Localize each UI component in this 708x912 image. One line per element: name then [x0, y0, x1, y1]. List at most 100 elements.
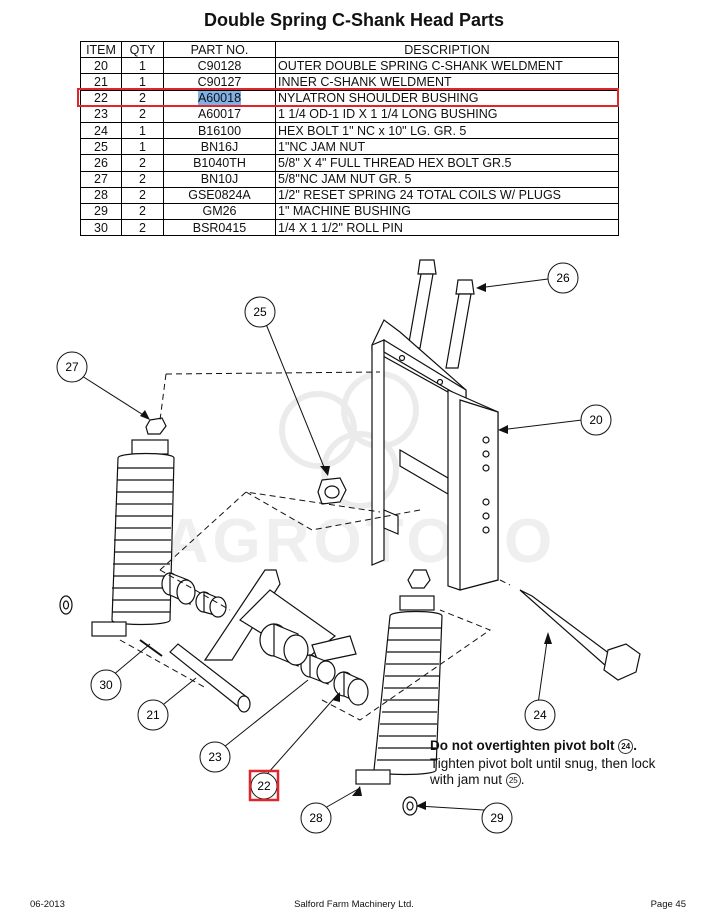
callout-30[interactable]: 30: [90, 669, 122, 701]
part-no-cell[interactable]: B1040TH: [163, 154, 276, 172]
callout-leader-lines: [81, 278, 583, 811]
item-cell: 23: [80, 105, 122, 123]
leader-arrowheads: [140, 283, 552, 810]
qty-cell: 2: [121, 89, 164, 107]
part-no-cell[interactable]: C90128: [163, 57, 276, 75]
callout-28[interactable]: 28: [300, 802, 332, 834]
description-cell: OUTER DOUBLE SPRING C-SHANK WELDMENT: [275, 57, 619, 75]
callout-24[interactable]: 24: [524, 699, 556, 731]
item-cell: 24: [80, 121, 122, 140]
svg-text:27: 27: [65, 360, 79, 374]
shoulder-bushing-22-left: [161, 572, 196, 605]
qty-cell: 1: [121, 121, 164, 140]
qty-cell: 1: [121, 57, 164, 75]
svg-text:26: 26: [556, 271, 570, 285]
machine-bushing-29-right: [402, 796, 418, 816]
svg-text:23: 23: [208, 750, 222, 764]
jam-nut-25: [317, 477, 347, 505]
item-cell: 28: [80, 186, 122, 204]
shoulder-bushing-22-right: [333, 671, 369, 706]
qty-cell: 2: [121, 105, 164, 123]
callout-27[interactable]: 27: [56, 351, 88, 383]
description-cell: NYLATRON SHOULDER BUSHING: [275, 89, 619, 107]
item-cell: 25: [80, 138, 122, 156]
callout-26[interactable]: 26: [547, 262, 579, 294]
selected-part-text[interactable]: A60018: [197, 91, 242, 106]
description-cell: 1/2" RESET SPRING 24 TOTAL COILS W/ PLUG…: [275, 186, 619, 204]
warning-text: Do not overtighten pivot bolt: [430, 738, 615, 753]
part-no-cell[interactable]: A60017: [163, 105, 276, 123]
item-cell: 21: [80, 73, 122, 91]
qty-cell: 2: [121, 170, 164, 188]
svg-text:25: 25: [253, 305, 267, 319]
callout-21[interactable]: 21: [137, 699, 169, 731]
callout-22-highlight-box: [248, 769, 280, 802]
watermark-logo: [279, 371, 419, 509]
description-cell: 1/4 X 1 1/2" ROLL PIN: [275, 219, 619, 237]
callout-20[interactable]: 20: [580, 404, 612, 436]
exploded-parts-diagram: AGROTOPO: [56, 259, 641, 834]
qty-cell: 2: [121, 154, 164, 172]
part-no-cell[interactable]: BN16J: [163, 138, 276, 156]
footer-page-number: Page 45: [650, 899, 686, 910]
description-cell: 5/8" X 4" FULL THREAD HEX BOLT GR.5: [275, 154, 619, 172]
svg-text:24: 24: [533, 708, 547, 722]
svg-text:30: 30: [99, 678, 113, 692]
part-no-cell[interactable]: GSE0824A: [163, 186, 276, 204]
part-no-cell[interactable]: BN10J: [163, 170, 276, 188]
ref-callout-24: 24: [618, 738, 634, 754]
part-no-cell[interactable]: BSR0415: [163, 219, 276, 237]
description-cell: HEX BOLT 1" NC x 10" LG. GR. 5: [275, 121, 619, 140]
description-cell: INNER C-SHANK WELDMENT: [275, 73, 619, 91]
header-part-no: PART NO.: [163, 40, 276, 59]
bushing-23-left: [195, 591, 227, 618]
item-cell: 30: [80, 219, 122, 237]
page-title: Double Spring C-Shank Head Parts: [203, 10, 505, 30]
svg-text:22: 22: [257, 779, 271, 793]
part-no-cell[interactable]: C90127: [163, 73, 276, 91]
header-item: ITEM: [80, 40, 122, 59]
instruction-text: Tighten pivot bolt until snug, then lock…: [430, 756, 656, 787]
bolt-26-right: [445, 279, 475, 369]
item-cell: 20: [80, 57, 122, 75]
machine-bushing-29-left: [59, 595, 73, 615]
svg-text:28: 28: [309, 811, 323, 825]
footer-date: 06-2013: [30, 899, 65, 910]
qty-cell: 2: [121, 202, 164, 221]
pivot-bushing-housing: [259, 623, 309, 667]
warning-note-title: Do not overtighten pivot bolt 24.: [430, 738, 638, 754]
callout-29[interactable]: 29: [481, 802, 513, 834]
qty-cell: 1: [121, 138, 164, 156]
spring-28-right: [355, 569, 443, 785]
item-cell: 29: [80, 202, 122, 221]
callout-23[interactable]: 23: [199, 741, 231, 773]
part-no-cell[interactable]: GM26: [163, 202, 276, 221]
description-cell: 1 1/4 OD-1 ID X 1 1/4 LONG BUSHING: [275, 105, 619, 123]
part-no-cell-selected[interactable]: A60018: [163, 89, 276, 107]
item-cell: 22: [80, 89, 122, 107]
spring-28-left: [91, 439, 175, 637]
description-cell: 1"NC JAM NUT: [275, 138, 619, 156]
roll-pin-30: [139, 639, 163, 657]
item-cell: 27: [80, 170, 122, 188]
callout-25[interactable]: 25: [244, 296, 276, 328]
instruction-end: .: [520, 772, 525, 787]
svg-text:29: 29: [490, 811, 504, 825]
footer-company: Salford Farm Machinery Ltd.: [294, 899, 414, 910]
header-description: DESCRIPTION: [275, 40, 619, 59]
callout-22[interactable]: 22: [248, 769, 280, 802]
c-shank-weldment-20: [371, 319, 499, 591]
description-cell: 5/8"NC JAM NUT GR. 5: [275, 170, 619, 188]
part-no-cell[interactable]: B16100: [163, 121, 276, 140]
